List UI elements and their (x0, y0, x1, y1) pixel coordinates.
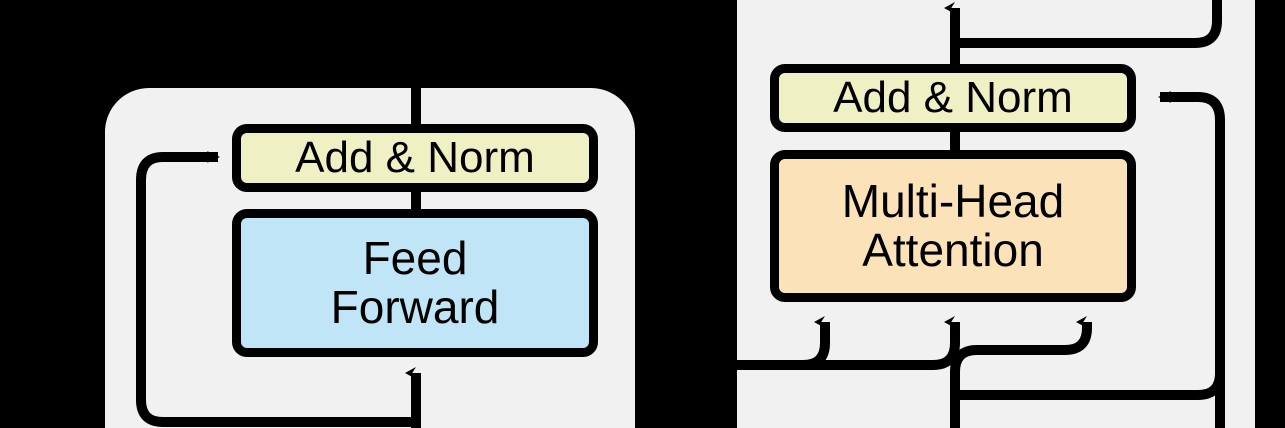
decoder-multi-head-attention-label: Multi-Head Attention (779, 177, 1127, 275)
decoder-multi-head-attention-box[interactable]: Multi-Head Attention (770, 150, 1136, 302)
encoder-add-norm-box[interactable]: Add & Norm (232, 124, 598, 192)
decoder-multi-head-attention-label-line1: Multi-Head (841, 175, 1065, 228)
decoder-multi-head-attention-label-line2: Attention (862, 224, 1044, 276)
encoder-feed-forward-label-line2: Forward (330, 281, 500, 333)
decoder-add-norm-label: Add & Norm (833, 72, 1073, 122)
encoder-feed-forward-label: Feed Forward (241, 234, 589, 332)
encoder-feed-forward-box[interactable]: Feed Forward (232, 209, 598, 357)
encoder-add-norm-label: Add & Norm (295, 132, 535, 182)
decoder-add-norm-box[interactable]: Add & Norm (770, 64, 1136, 132)
encoder-feed-forward-label-line1: Feed (362, 232, 468, 285)
